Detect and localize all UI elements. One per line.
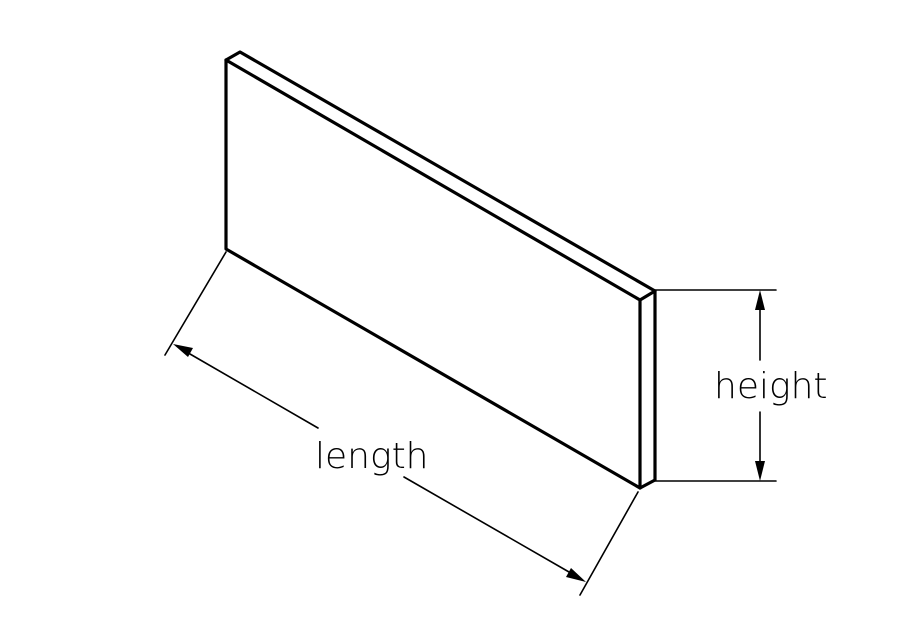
panel-side-face [638,289,657,490]
length-arrowhead-right [566,568,586,582]
panel [224,50,657,490]
length-dimension-line-right [403,476,570,573]
height-arrowhead-top [755,290,765,310]
panel-front-face [224,58,642,490]
length-dimension: length [164,251,639,596]
length-label: length [315,436,429,477]
height-dimension: height [654,289,828,482]
length-extension-line-right [579,491,639,596]
height-label: height [714,366,828,407]
length-dimension-line-left [189,353,319,429]
panel-top-face [224,50,657,302]
length-arrowhead-left [173,344,193,357]
height-arrowhead-bottom [755,461,765,481]
length-extension-line-left [164,251,227,356]
